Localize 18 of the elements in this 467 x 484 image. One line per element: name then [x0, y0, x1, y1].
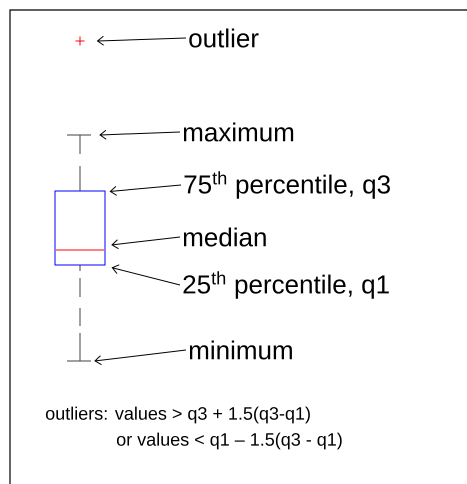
- leader-line: [112, 264, 180, 286]
- callout-text: 25$^{th}$ percentile, q1: [184, 271, 389, 299]
- callout-text: 75$^{th}$ percentile, q3: [184, 171, 390, 199]
- note-text: outliers: values > q3 + 1.5(q3-q1): [46, 406, 310, 424]
- callout-text: maximum: [184, 122, 294, 142]
- callout-text: minimum: [190, 340, 292, 360]
- leader-line: [94, 350, 186, 366]
- callout-text: outlier: [189, 28, 259, 48]
- leader-line: [96, 36, 186, 46]
- leader-line: [110, 184, 182, 196]
- quartile-box: [54, 190, 106, 266]
- whisker-cap: [67, 360, 91, 362]
- outlier-mark: [76, 36, 84, 46]
- note-text: or values < q1 – 1.5(q3 - q1): [116, 432, 342, 450]
- whisker-cap: [67, 134, 91, 136]
- leader-line: [99, 130, 180, 140]
- callout-text: median: [184, 227, 266, 247]
- leader-line: [111, 236, 180, 250]
